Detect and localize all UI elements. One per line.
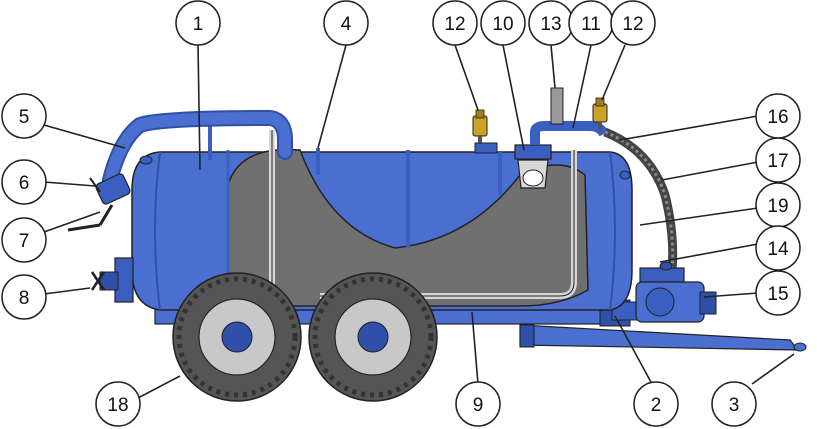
callout-19: 19 [755, 182, 801, 228]
callout-label-14: 14 [767, 239, 789, 260]
callout-label-12a: 12 [444, 14, 465, 35]
callout-label-13: 13 [540, 14, 561, 35]
callout-4: 4 [323, 0, 369, 46]
callout-label-5: 5 [19, 107, 30, 128]
callout-17: 17 [755, 137, 801, 183]
callout-label-3: 3 [729, 395, 740, 416]
callout-label-15: 15 [767, 284, 788, 305]
callout-label-18: 18 [107, 395, 128, 416]
callout-16: 16 [755, 93, 801, 139]
callout-9: 9 [455, 381, 501, 427]
callout-11: 11 [568, 0, 614, 46]
callout-label-11: 11 [581, 14, 601, 35]
callout-13: 13 [528, 0, 574, 46]
callout-label-1: 1 [193, 14, 204, 35]
callout-2: 2 [633, 381, 679, 427]
callout-10: 10 [480, 0, 526, 46]
callout-label-9: 9 [473, 395, 484, 416]
callout-label-7: 7 [19, 231, 30, 252]
callout-5: 5 [1, 93, 47, 139]
callout-label-19: 19 [767, 196, 788, 217]
callout-label-8: 8 [19, 288, 30, 309]
callout-label-17: 17 [767, 151, 788, 172]
callout-label-6: 6 [19, 173, 30, 194]
callout-label-16: 16 [767, 107, 788, 128]
top-fittings [472, 87, 609, 189]
callout-8: 8 [1, 274, 47, 320]
callout-label-4: 4 [341, 14, 352, 35]
leader-lines [43, 44, 795, 399]
callout-3: 3 [711, 381, 757, 427]
tank-ribs [208, 122, 502, 248]
loading-arm [102, 109, 293, 188]
callout-label-10: 10 [492, 14, 513, 35]
internal-pipe [320, 150, 577, 299]
callout-15: 15 [755, 270, 801, 316]
callout-18: 18 [95, 381, 141, 427]
callout-12b: 12 [610, 0, 656, 46]
callout-12a: 12 [432, 0, 478, 46]
callout-label-12b: 12 [622, 14, 643, 35]
drain-valve [90, 257, 134, 303]
vacuum-hose [603, 127, 678, 271]
vacuum-pump [635, 261, 717, 323]
wheel-left [172, 272, 302, 402]
callout-6: 6 [1, 159, 47, 205]
drawbar [519, 324, 807, 352]
front-valve [67, 173, 131, 232]
callout-label-2: 2 [651, 395, 662, 416]
callout-1: 1 [175, 0, 221, 46]
wheel-right [308, 272, 438, 402]
callout-7: 7 [1, 217, 47, 263]
callout-14: 14 [755, 225, 801, 271]
